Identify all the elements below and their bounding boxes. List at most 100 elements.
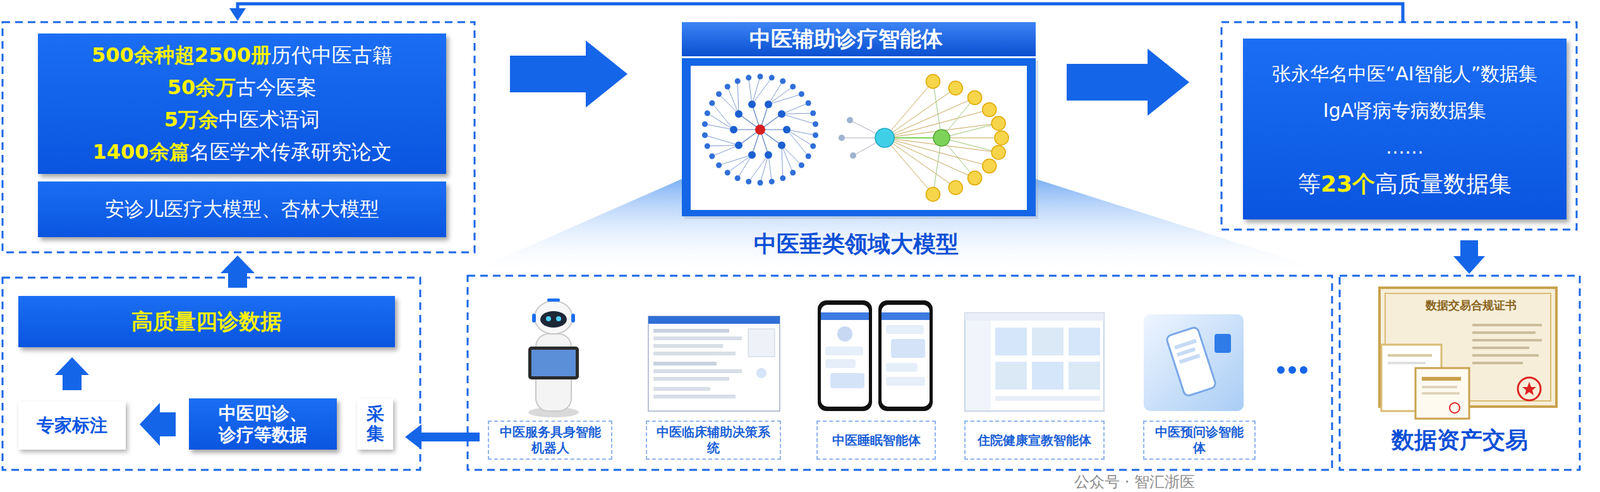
connector-arrow [54, 357, 90, 390]
dataset-box: 张永华名中医“AI智能人”数据集IgA肾病专病数据集……等23个高质量数据集 [1242, 38, 1567, 220]
app-label: 中医预问诊智能体 [1143, 420, 1256, 460]
process-box: 高质量四诊数据 [18, 295, 395, 347]
graph-edge [781, 145, 783, 179]
graph-node [715, 90, 722, 97]
robot-figure [540, 310, 567, 328]
phone-figure [820, 304, 869, 407]
graph-edge [707, 145, 739, 146]
education-screen-figure [1068, 327, 1101, 356]
graph-node [729, 125, 738, 134]
screenshot-figure [653, 351, 736, 356]
robot-figure [532, 313, 536, 323]
certificate-figure [1415, 367, 1470, 419]
box-text: 5万余 [164, 107, 219, 132]
box-text: 23个 [1320, 170, 1376, 197]
graph-edge [768, 154, 772, 182]
text-line: 1400余篇名医学术传承研究论文 [92, 135, 392, 169]
graph-node [805, 100, 812, 107]
previsit-figure [1176, 346, 1196, 357]
graph-node [925, 74, 940, 89]
graph-panel [681, 58, 1036, 217]
graph-node [789, 84, 796, 90]
graph-node [709, 153, 715, 160]
graph-edge [941, 137, 999, 153]
graph-node [982, 102, 997, 117]
screenshot-figure [653, 369, 742, 373]
graph-edge [704, 135, 739, 146]
graph-panel [684, 60, 1039, 219]
text-line: 50余万古今医案 [167, 71, 318, 104]
education-screen-figure [995, 361, 1027, 390]
certificate-figure [1387, 361, 1426, 364]
graph-node [948, 80, 963, 95]
box-text: 高质量四诊数据 [131, 308, 282, 334]
graph-panel [690, 65, 1027, 210]
phone-figure [825, 346, 864, 356]
graph-panel [681, 58, 1039, 219]
graph-edge [712, 145, 739, 157]
graph-edge [748, 77, 752, 105]
phone-figure [885, 324, 924, 334]
phone-figure [825, 358, 856, 368]
block-arrow [220, 255, 255, 288]
screenshot-figure [648, 315, 780, 411]
screenshot-figure [648, 315, 780, 411]
agent-panel: 中医辅助诊疗智能体 [681, 22, 1036, 217]
graph-node [925, 187, 940, 201]
phone-figure [885, 376, 926, 386]
graph-node [769, 178, 775, 185]
graph-node [764, 100, 773, 109]
robot-figure [531, 349, 576, 376]
process-box: 专家标注 [18, 401, 126, 450]
phone-figure [817, 300, 873, 411]
box-text: 中医四诊、诊疗等数据 [218, 402, 308, 445]
box-text: 中医服务具身智能机器人 [499, 424, 601, 455]
education-screen-figure [1031, 361, 1064, 390]
graph-node [948, 180, 963, 195]
box-text: 中医临床辅助决策系统 [656, 424, 771, 455]
robot-figure [528, 298, 579, 418]
education-screen-figure [995, 395, 1101, 401]
graph-node [734, 78, 741, 85]
graph-edge [760, 154, 769, 183]
previsit-figure [1165, 326, 1217, 397]
text-line: IgA肾病专病数据集 [1323, 92, 1487, 129]
robot-figure [571, 313, 576, 323]
box-text: 张永华名中医“AI智能人”数据集 [1272, 62, 1538, 85]
phone-figure [817, 300, 933, 411]
graph-node [994, 130, 1009, 145]
graph-node [755, 124, 766, 135]
graph-edge [768, 94, 802, 105]
box-text: 1400余篇 [92, 139, 189, 164]
ellipsis-dots [1288, 365, 1297, 374]
info-box: 安诊儿医疗大模型、杏林大模型 [37, 181, 447, 237]
text-line: 住院健康宣教智能体 [977, 432, 1092, 449]
graph-edge [781, 113, 814, 114]
block-arrow [139, 402, 176, 446]
block-arrow [405, 424, 480, 450]
box-text: 数据资产交易 [1391, 426, 1528, 453]
dashed-frame [467, 275, 1333, 470]
graph-node [779, 78, 786, 85]
robot-figure [534, 300, 573, 334]
connector-arrow [220, 255, 255, 288]
certificate-figure [1517, 377, 1541, 400]
text-line: 5万余中医术语词 [164, 103, 320, 136]
graph-edge [768, 86, 794, 105]
graph-edge [781, 145, 794, 173]
graph-node [724, 84, 731, 90]
graph-node [702, 121, 708, 128]
process-box: 采集 [357, 398, 394, 450]
phone-figure [881, 304, 930, 407]
dashed-frame [1221, 22, 1577, 230]
graph-node [968, 90, 982, 105]
text-line: 张永华名中医“AI智能人”数据集 [1272, 55, 1538, 93]
certificate-figure [1522, 381, 1537, 395]
graph-node [769, 74, 775, 81]
robot-figure [547, 298, 560, 302]
feedback-line [237, 3, 1403, 23]
arrow-head [229, 8, 246, 21]
previsit-figure [1143, 314, 1244, 411]
graph-edge [751, 77, 772, 105]
screenshot-figure [653, 336, 742, 340]
